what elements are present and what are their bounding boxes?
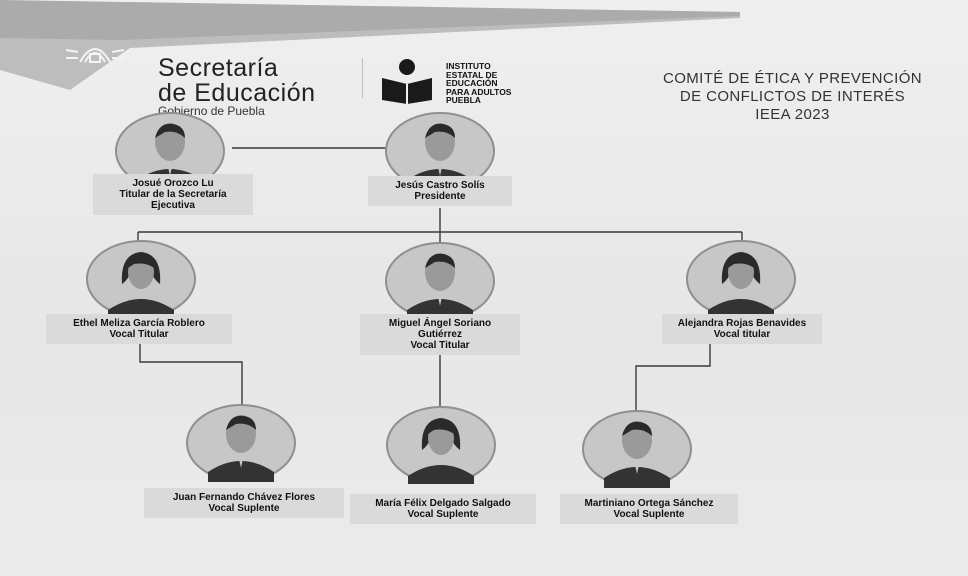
female-avatar-icon bbox=[386, 406, 496, 484]
member-name: Miguel Ángel Soriano bbox=[388, 318, 492, 329]
institute-line: EDUCACIÓN bbox=[446, 78, 498, 88]
member-label: María Félix Delgado Salgado Vocal Suplen… bbox=[350, 494, 536, 524]
member-name: Ethel Meliza García Roblero bbox=[73, 318, 205, 329]
member-name: María Félix Delgado Salgado bbox=[375, 498, 511, 509]
page-title-line: DE CONFLICTOS DE INTERÉS bbox=[679, 88, 906, 105]
member-role: Vocal Titular bbox=[109, 329, 169, 340]
member-role: Ejecutiva bbox=[151, 200, 195, 211]
member-role: Titular de la Secretaría bbox=[119, 189, 227, 200]
male-avatar-icon bbox=[385, 242, 495, 320]
male-avatar-icon bbox=[385, 112, 495, 190]
member-name: Martiniano Ortega Sánchez bbox=[584, 498, 714, 509]
member-label: Juan Fernando Chávez Flores Vocal Suplen… bbox=[144, 488, 344, 518]
page-title-line: IEEA 2023 bbox=[755, 106, 830, 123]
institute-line: INSTITUTO bbox=[446, 61, 491, 71]
member-label: Ethel Meliza García Roblero Vocal Titula… bbox=[46, 314, 232, 344]
member-name: Alejandra Rojas Benavides bbox=[677, 318, 807, 329]
institute-line: PARA ADULTOS bbox=[446, 86, 512, 97]
member-name: Gutiérrez bbox=[418, 329, 462, 340]
member-name: Juan Fernando Chávez Flores bbox=[172, 492, 316, 503]
member-label: Martiniano Ortega Sánchez Vocal Suplente bbox=[560, 494, 738, 524]
reader-logo-icon bbox=[382, 59, 432, 104]
member-label: Miguel Ángel Soriano Gutiérrez Vocal Tit… bbox=[360, 314, 520, 355]
member-role: Vocal Titular bbox=[410, 340, 470, 351]
secretaria-title-line2: de Educación bbox=[158, 79, 316, 107]
male-avatar-icon bbox=[186, 404, 296, 482]
member-label: Jesús Castro Solís Presidente bbox=[368, 176, 512, 206]
member-name: Josué Orozco Lu bbox=[132, 178, 214, 189]
logo-divider bbox=[362, 58, 363, 98]
institute-line: ESTATAL DE bbox=[446, 69, 498, 80]
female-avatar-icon bbox=[686, 240, 796, 318]
member-role: Vocal Suplente bbox=[208, 503, 280, 514]
page-title: COMITÉ DE ÉTICA Y PREVENCIÓN DE CONFLICT… bbox=[620, 70, 965, 124]
header-banner bbox=[0, 0, 740, 90]
member-role: Vocal Suplente bbox=[613, 509, 685, 520]
member-label: Josué Orozco Lu Titular de la Secretaría… bbox=[93, 174, 253, 215]
page-title-line: COMITÉ DE ÉTICA Y PREVENCIÓN bbox=[662, 70, 923, 87]
member-label: Alejandra Rojas Benavides Vocal titular bbox=[662, 314, 822, 344]
member-role: Vocal titular bbox=[713, 329, 771, 340]
institute-name: INSTITUTO ESTATAL DE EDUCACIÓN PARA ADUL… bbox=[446, 62, 566, 105]
female-avatar-icon bbox=[86, 240, 196, 318]
member-role: Vocal Suplente bbox=[407, 509, 479, 520]
secretaria-title: Secretaría de Educación bbox=[158, 56, 316, 106]
member-name: Jesús Castro Solís bbox=[395, 180, 485, 191]
institute-line: PUEBLA bbox=[446, 95, 481, 105]
member-role: Presidente bbox=[414, 191, 466, 202]
puebla-emblem-icon bbox=[65, 48, 125, 63]
male-avatar-icon bbox=[582, 410, 692, 488]
secretaria-title-line1: Secretaría bbox=[158, 54, 279, 82]
